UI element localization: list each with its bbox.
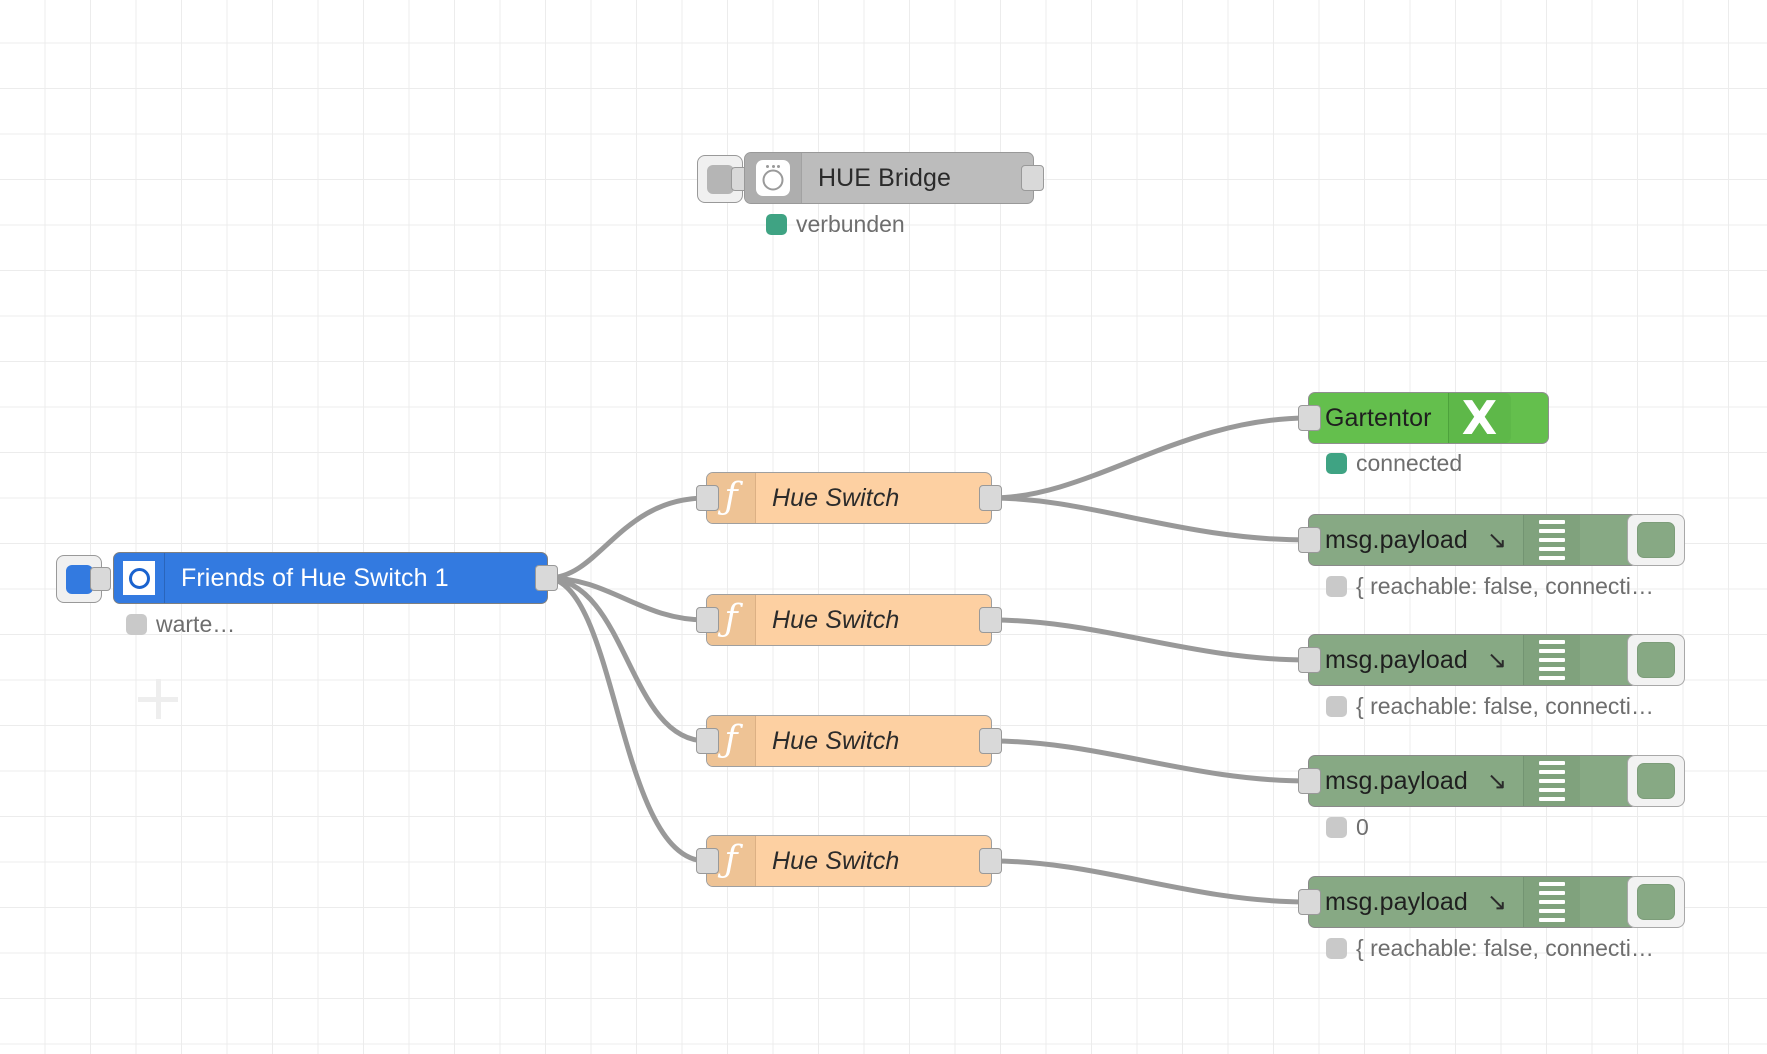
debug-1-toggle-button[interactable] [1627, 514, 1685, 566]
node-debug-3-topic: msg.payload [1325, 766, 1468, 795]
wire-fn1-to-debug1 [989, 495, 1311, 543]
node-hue-switch-fn-2[interactable]: ƒ Hue Switch [696, 594, 1002, 646]
wire-fn2-to-debug2 [989, 617, 1311, 663]
node-debug-4-label: msg.payload ↘ [1309, 877, 1523, 927]
node-hue-switch-fn-3[interactable]: ƒ Hue Switch [696, 715, 1002, 767]
debug-lines-icon [1523, 635, 1581, 685]
node-debug-1-topic: msg.payload [1325, 525, 1468, 554]
node-debug-4[interactable]: msg.payload ↘ [1298, 876, 1685, 928]
debug-2-status-text: { reachable: false, connecti… [1356, 693, 1654, 719]
node-hue-switch-fn-1-label: Hue Switch [772, 483, 900, 512]
debug-2-toggle-button[interactable] [1627, 634, 1685, 686]
debug-lines-icon [1523, 877, 1581, 927]
debug-2-input-port[interactable] [1298, 647, 1321, 673]
node-friends-of-hue-switch[interactable]: Friends of Hue Switch 1 [113, 552, 558, 604]
function-f-icon: ƒ [707, 716, 756, 766]
ring-icon [114, 553, 165, 603]
canvas-plus-marker [138, 679, 178, 719]
node-gartentor[interactable]: Gartentor X [1298, 392, 1549, 444]
debug-1-status-text: { reachable: false, connecti… [1356, 573, 1654, 599]
bridge-config-stub[interactable] [697, 155, 752, 203]
gartentor-status-text: connected [1356, 450, 1463, 476]
hue-bridge-status-text: verbunden [796, 211, 905, 237]
wire-fn3-to-debug3 [989, 738, 1311, 784]
wire-fn4-to-debug4 [989, 858, 1311, 905]
node-debug-3-label: msg.payload ↘ [1309, 756, 1523, 806]
fn-4-input-port[interactable] [696, 848, 719, 874]
debug-3-status: 0 [1326, 814, 1369, 841]
node-debug-1[interactable]: msg.payload ↘ [1298, 514, 1685, 566]
switch-stub-inner [65, 564, 93, 594]
debug-3-toggle-button[interactable] [1627, 755, 1685, 807]
wire-switch-to-fn1 [545, 495, 709, 581]
debug-4-toggle-button[interactable] [1627, 876, 1685, 928]
node-hue-switch-fn-3-label: Hue Switch [772, 726, 900, 755]
hue-bridge-status: verbunden [766, 211, 905, 238]
debug-3-status-text: 0 [1356, 814, 1369, 840]
node-hue-bridge-label: HUE Bridge [818, 163, 951, 192]
node-debug-2-topic: msg.payload [1325, 645, 1468, 674]
switch-status-text: warte… [156, 611, 236, 637]
node-hue-switch-fn-4[interactable]: ƒ Hue Switch [696, 835, 1002, 887]
node-hue-switch-fn-2-label: Hue Switch [772, 605, 900, 634]
switch-status-dot [126, 614, 147, 635]
debug-arrow-icon: ↘ [1486, 888, 1508, 916]
debug-lines-icon [1523, 515, 1581, 565]
debug-1-input-port[interactable] [1298, 527, 1321, 553]
node-hue-switch-fn-1[interactable]: ƒ Hue Switch [696, 472, 1002, 524]
debug-lines-icon [1523, 756, 1581, 806]
wire-switch-to-fn3 [545, 575, 709, 744]
fn-2-input-port[interactable] [696, 607, 719, 633]
debug-1-status-dot [1326, 576, 1347, 597]
debug-arrow-icon: ↘ [1486, 767, 1508, 795]
debug-4-status: { reachable: false, connecti… [1326, 935, 1654, 962]
node-gartentor-label: Gartentor [1325, 403, 1432, 432]
node-friends-of-hue-switch-label: Friends of Hue Switch 1 [181, 563, 449, 592]
fn-3-output-port[interactable] [979, 728, 1002, 754]
gartentor-status-dot [1326, 453, 1347, 474]
switch-stub-port[interactable] [90, 567, 111, 591]
node-debug-1-label: msg.payload ↘ [1309, 515, 1523, 565]
debug-3-status-dot [1326, 817, 1347, 838]
fn-4-output-port[interactable] [979, 848, 1002, 874]
hue-bulb-icon [745, 153, 802, 203]
wire-switch-to-fn4 [545, 575, 709, 864]
hue-bridge-output-port[interactable] [1021, 165, 1044, 191]
debug-3-input-port[interactable] [1298, 768, 1321, 794]
debug-arrow-icon: ↘ [1486, 526, 1508, 554]
node-hue-bridge[interactable]: HUE Bridge [744, 152, 1044, 204]
debug-4-input-port[interactable] [1298, 889, 1321, 915]
bridge-stub-inner [706, 164, 734, 194]
debug-arrow-icon: ↘ [1486, 646, 1508, 674]
wire-fn1-to-gartentor [989, 415, 1311, 501]
switch-config-stub[interactable] [56, 555, 111, 603]
x-icon: X [1447, 393, 1511, 443]
debug-2-status-dot [1326, 696, 1347, 717]
hue-bridge-status-dot [766, 214, 787, 235]
fn-1-input-port[interactable] [696, 485, 719, 511]
node-debug-4-topic: msg.payload [1325, 887, 1468, 916]
node-debug-2[interactable]: msg.payload ↘ [1298, 634, 1685, 686]
gartentor-input-port[interactable] [1298, 405, 1321, 431]
debug-4-status-dot [1326, 938, 1347, 959]
node-debug-3[interactable]: msg.payload ↘ [1298, 755, 1685, 807]
switch-status: warte… [126, 611, 235, 638]
gartentor-status: connected [1326, 450, 1462, 477]
fn-1-output-port[interactable] [979, 485, 1002, 511]
debug-2-status: { reachable: false, connecti… [1326, 693, 1654, 720]
fn-2-output-port[interactable] [979, 607, 1002, 633]
fn-3-input-port[interactable] [696, 728, 719, 754]
debug-1-status: { reachable: false, connecti… [1326, 573, 1654, 600]
switch-output-port[interactable] [535, 565, 558, 591]
node-hue-switch-fn-4-label: Hue Switch [772, 846, 900, 875]
debug-4-status-text: { reachable: false, connecti… [1356, 935, 1654, 961]
wire-switch-to-fn2 [545, 575, 709, 623]
node-debug-2-label: msg.payload ↘ [1309, 635, 1523, 685]
